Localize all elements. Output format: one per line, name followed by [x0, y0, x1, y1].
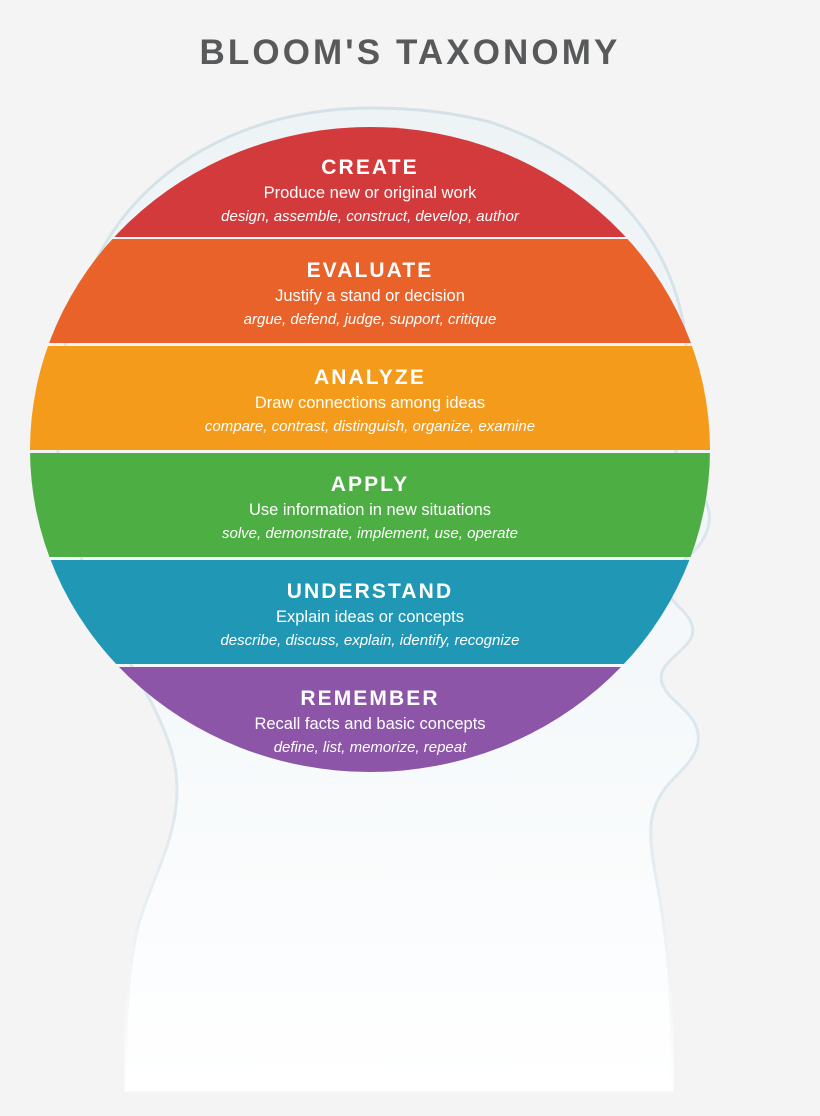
level-band-understand[interactable]: UNDERSTAND Explain ideas or concepts des… — [30, 560, 710, 664]
level-description-create: Produce new or original work — [263, 184, 477, 202]
page-title: BLOOM'S TAXONOMY — [199, 33, 621, 72]
level-band-create[interactable]: CREATE Produce new or original work desi… — [30, 127, 710, 237]
level-title-remember: REMEMBER — [300, 687, 440, 710]
level-description-evaluate: Justify a stand or decision — [275, 287, 465, 305]
level-title-apply: APPLY — [330, 473, 410, 496]
level-verbs-remember: define, list, memorize, repeat — [273, 739, 467, 756]
level-title-evaluate: EVALUATE — [306, 259, 434, 282]
level-verbs-analyze: compare, contrast, distinguish, organize… — [204, 418, 536, 435]
level-verbs-apply: solve, demonstrate, implement, use, oper… — [222, 525, 518, 542]
level-description-remember: Recall facts and basic concepts — [254, 715, 486, 733]
level-band-remember[interactable]: REMEMBER Recall facts and basic concepts… — [30, 667, 710, 772]
level-description-apply: Use information in new situations — [248, 501, 492, 519]
level-title-analyze: ANALYZE — [314, 366, 426, 389]
level-band-evaluate[interactable]: EVALUATE Justify a stand or decision arg… — [30, 239, 710, 343]
level-verbs-create: design, assemble, construct, develop, au… — [221, 208, 519, 225]
level-verbs-understand: describe, discuss, explain, identify, re… — [220, 632, 520, 649]
level-verbs-evaluate: argue, defend, judge, support, critique — [243, 311, 497, 328]
level-description-understand: Explain ideas or concepts — [275, 608, 465, 626]
level-title-create: CREATE — [321, 156, 419, 179]
taxonomy-circle: CREATE Produce new or original work desi… — [30, 127, 710, 772]
level-band-apply[interactable]: APPLY Use information in new situations … — [30, 453, 710, 557]
level-description-analyze: Draw connections among ideas — [254, 394, 486, 412]
level-title-understand: UNDERSTAND — [286, 580, 454, 603]
level-band-analyze[interactable]: ANALYZE Draw connections among ideas com… — [30, 346, 710, 450]
